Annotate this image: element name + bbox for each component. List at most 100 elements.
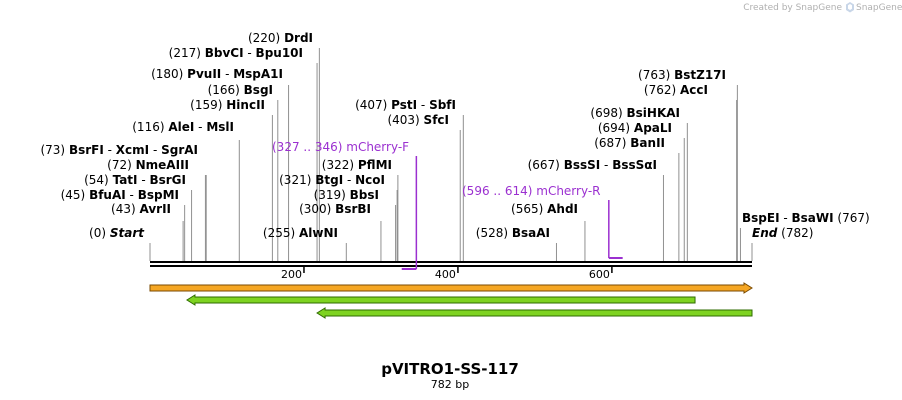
enzyme-label[interactable]: (72) NmeAIII	[107, 158, 189, 172]
enzyme-label[interactable]: (667) BssSI - BssSαI	[528, 158, 657, 172]
enzyme-position: (528)	[476, 226, 512, 240]
enzyme-label[interactable]: End (782)	[752, 226, 813, 240]
feature-green-2-arrow[interactable]	[316, 307, 753, 319]
enzyme-separator: -	[343, 173, 355, 187]
enzyme-label[interactable]: (300) BsrBI	[299, 202, 371, 216]
enzyme-separator: -	[780, 211, 792, 225]
enzyme-label[interactable]: (166) BsgI	[208, 83, 273, 97]
enzyme-suffix: BsrGI	[149, 173, 186, 187]
enzyme-suffix: SgrAI	[161, 143, 198, 157]
enzyme-name: BsaAI	[512, 226, 550, 240]
enzyme-label[interactable]: (319) BbsI	[314, 188, 379, 202]
enzyme-name: DrdI	[284, 31, 313, 45]
enzyme-label[interactable]: BspEI - BsaWI (767)	[742, 211, 870, 225]
enzyme-suffix: XcmI	[116, 143, 149, 157]
enzyme-suffix: SbfI	[429, 98, 456, 112]
primer-mcherry-f[interactable]: (327 .. 346) mCherry-F	[272, 140, 418, 270]
enzyme-separator: -	[126, 188, 138, 202]
enzyme-name: BstZ17I	[674, 68, 726, 82]
enzyme-name: BspEI	[742, 211, 780, 225]
enzyme-name: TatI	[113, 173, 138, 187]
enzyme-position: (667)	[528, 158, 564, 172]
enzyme-label[interactable]: (43) AvrII	[111, 202, 171, 216]
enzyme-name: BsgI	[244, 83, 273, 97]
enzyme-label[interactable]: (159) HincII	[190, 98, 265, 112]
primer-range: (327 .. 346)	[272, 140, 346, 154]
enzyme-label[interactable]: (407) PstI - SbfI	[355, 98, 456, 112]
enzyme-position: (319)	[314, 188, 350, 202]
enzyme-name: PstI	[391, 98, 417, 112]
enzyme-position: (220)	[248, 31, 284, 45]
credit-text: Created by SnapGene	[743, 3, 842, 13]
enzyme-label[interactable]: (217) BbvCI - Bpu10I	[169, 46, 303, 60]
enzyme-position: (116)	[132, 120, 168, 134]
enzyme-name: NmeAIII	[136, 158, 189, 172]
enzyme-label[interactable]: (45) BfuAI - BspMI	[61, 188, 179, 202]
enzyme-name: End	[752, 226, 778, 240]
feature-orange-arrow[interactable]	[149, 282, 753, 294]
enzyme-name: BbvCI	[205, 46, 244, 60]
enzyme-name: BsiHKAI	[627, 106, 681, 120]
enzyme-label[interactable]: (54) TatI - BsrGI	[84, 173, 186, 187]
enzyme-separator: -	[138, 173, 150, 187]
enzyme-label[interactable]: (694) ApaLI	[598, 121, 672, 135]
enzyme-separator: -	[149, 143, 161, 157]
enzyme-label[interactable]: (73) BsrFI - XcmI - SgrAI	[40, 143, 198, 157]
enzyme-label[interactable]: (255) AlwNI	[263, 226, 338, 240]
enzyme-position: (767)	[834, 211, 870, 225]
enzyme-position: (763)	[638, 68, 674, 82]
enzyme-label[interactable]: (687) BanII	[594, 136, 665, 150]
enzyme-suffix: NcoI	[355, 173, 385, 187]
enzyme-label[interactable]: (763) BstZ17I	[638, 68, 726, 82]
enzyme-name: HincII	[226, 98, 265, 112]
primer-mcherry-r[interactable]: (596 .. 614) mCherry-R	[462, 184, 623, 259]
enzyme-name: BsrBI	[335, 202, 371, 216]
enzyme-separator: -	[600, 158, 612, 172]
enzyme-label[interactable]: (180) PvuII - MspA1I	[151, 67, 283, 81]
enzyme-name: AvrII	[139, 202, 171, 216]
enzyme-label[interactable]: (565) AhdI	[511, 202, 578, 216]
map-title: pVITRO1-SS-117	[381, 360, 519, 378]
enzyme-name: AlwNI	[299, 226, 338, 240]
snapgene-logo-icon	[846, 2, 854, 13]
snapgene-credit: Created by SnapGene SnapGene	[743, 2, 902, 13]
enzyme-label[interactable]: (0) Start	[89, 226, 145, 240]
enzyme-label[interactable]: (762) AccI	[644, 83, 708, 97]
enzyme-suffix: BssSαI	[612, 158, 657, 172]
enzyme-label[interactable]: (322) PflMI	[322, 158, 392, 172]
enzyme-suffix: MspA1I	[233, 67, 283, 81]
enzyme-name: ApaLI	[634, 121, 672, 135]
enzyme-label[interactable]: (220) DrdI	[248, 31, 313, 45]
enzyme-name: PflMI	[358, 158, 392, 172]
enzyme-name: BfuAI	[89, 188, 126, 202]
enzyme-label[interactable]: (698) BsiHKAI	[590, 106, 680, 120]
enzyme-label[interactable]: (116) AleI - MslI	[132, 120, 234, 134]
enzyme-label[interactable]: (403) SfcI	[387, 113, 449, 127]
enzyme-name: BtgI	[315, 173, 343, 187]
enzyme-label[interactable]: (528) BsaAI	[476, 226, 550, 240]
primer-name: mCherry-R	[536, 184, 600, 198]
primer-label: (596 .. 614) mCherry-R	[462, 184, 601, 198]
enzyme-name: BssSI	[564, 158, 601, 172]
scale-tick-label: 200	[281, 268, 302, 281]
enzyme-name: AhdI	[547, 202, 578, 216]
enzyme-separator: -	[417, 98, 429, 112]
enzyme-suffix: BsaWI	[792, 211, 834, 225]
map-length: 782 bp	[431, 378, 469, 391]
enzyme-position: (54)	[84, 173, 112, 187]
enzyme-position: (687)	[594, 136, 630, 150]
enzyme-position: (407)	[355, 98, 391, 112]
enzyme-suffix: BspMI	[138, 188, 179, 202]
enzyme-position: (159)	[190, 98, 226, 112]
enzyme-label[interactable]: (321) BtgI - NcoI	[279, 173, 385, 187]
enzyme-separator: -	[104, 143, 116, 157]
enzyme-name: AleI	[168, 120, 194, 134]
enzyme-separator: -	[194, 120, 206, 134]
enzyme-position: (0)	[89, 226, 110, 240]
enzyme-position: (782)	[777, 226, 813, 240]
enzyme-name: BsrFI	[69, 143, 104, 157]
enzyme-position: (255)	[263, 226, 299, 240]
feature-green-1-arrow[interactable]	[186, 294, 696, 306]
enzyme-position: (43)	[111, 202, 139, 216]
enzyme-name: SfcI	[424, 113, 449, 127]
